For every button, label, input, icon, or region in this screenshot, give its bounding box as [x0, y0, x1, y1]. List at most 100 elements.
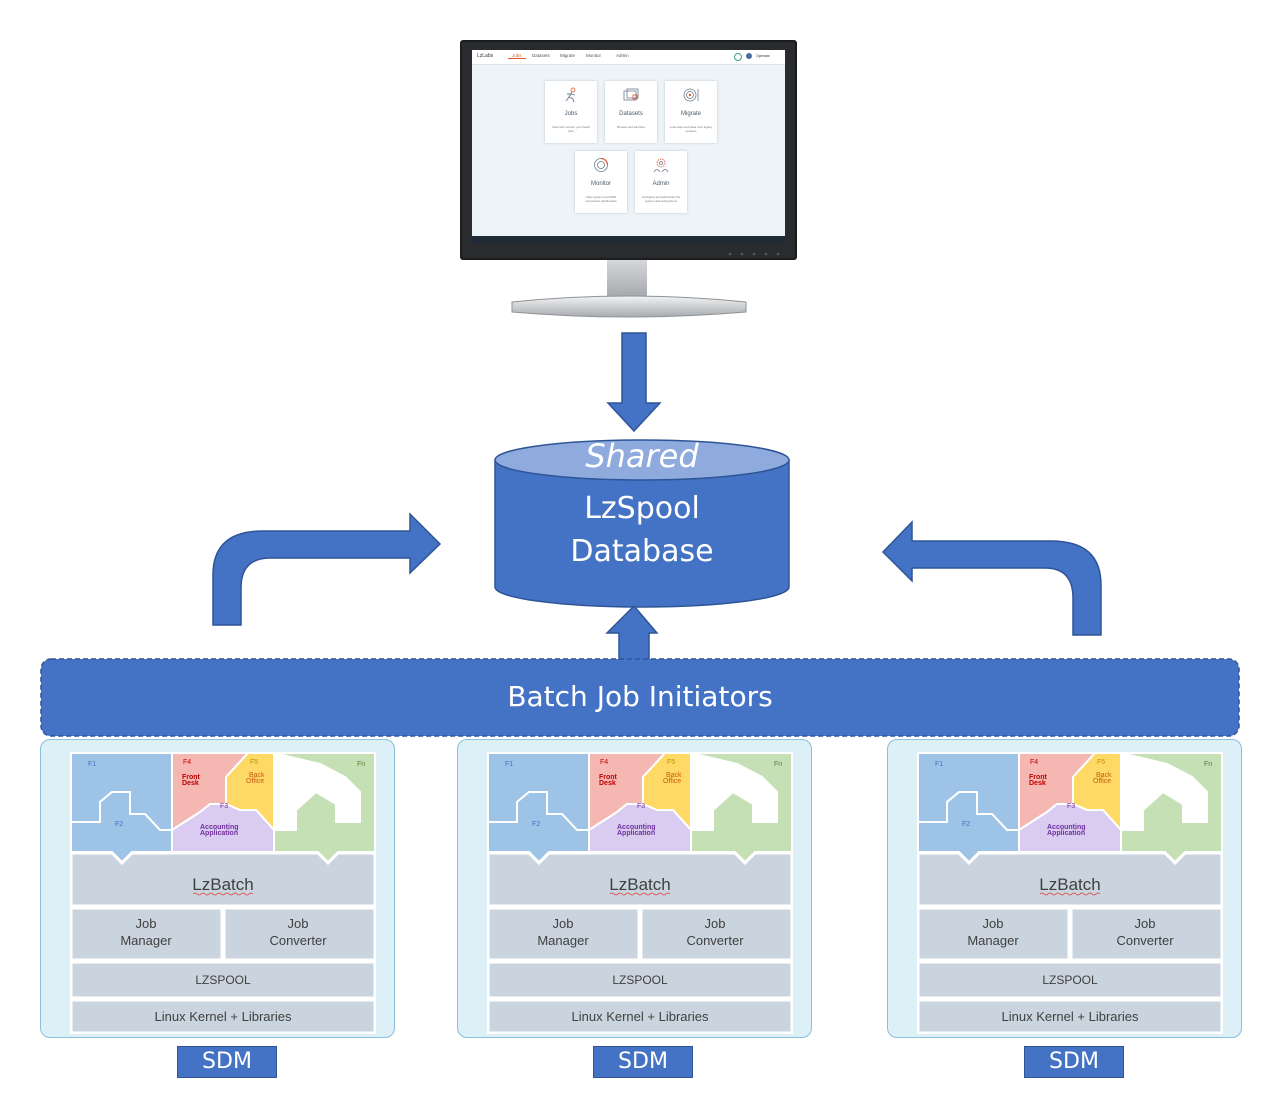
label-office: Office: [663, 778, 681, 785]
db-top-label: Shared: [585, 437, 699, 475]
tile-desc: Load apps and data from legacy systems: [669, 125, 713, 133]
label-office: Office: [1093, 778, 1111, 785]
tab-migrate[interactable]: Migrate: [560, 53, 576, 58]
lzbatch-label: LzBatch: [609, 875, 670, 894]
job-manager-layer: [70, 906, 224, 962]
linux-label: Linux Kernel + Libraries: [1002, 1009, 1139, 1024]
target-icon: [683, 88, 699, 102]
job-converter-line2: Converter: [686, 933, 744, 948]
label-f5: F5: [250, 759, 258, 766]
job-converter-layer: [222, 906, 376, 962]
job-manager-layer: [487, 906, 641, 962]
spellcheck-underline: [1039, 892, 1101, 896]
job-converter-layer: [1069, 906, 1223, 962]
tab-admin[interactable]: Admin: [616, 53, 629, 58]
sdm-badge-1: SDM: [177, 1046, 277, 1078]
sdm-panel-3: F1 F2 F4 Front Desk F5 Back Office F3 Ac…: [887, 739, 1242, 1038]
label-f3: F3: [220, 803, 228, 810]
label-fn: Fn: [357, 761, 365, 768]
tile-jobs[interactable]: Jobs View and monitor your batch jobs: [545, 81, 597, 143]
job-manager-line2: Manager: [967, 933, 1019, 948]
linux-layer: [70, 998, 376, 1034]
left-bent-arrow: [212, 512, 442, 626]
lzbatch-layer: [917, 851, 1223, 908]
spellcheck-underline: [609, 892, 671, 896]
lzspool-label: LZSPOOL: [1042, 973, 1098, 987]
sdm-stack: F1 F2 F4 Front Desk F5 Back Office F3 Ac…: [70, 752, 376, 1034]
job-manager-line1: Job: [136, 916, 157, 931]
monitor: LzLabs Jobs Datasets Migrate Monitor Adm…: [460, 40, 800, 330]
tile-migrate[interactable]: Migrate Load apps and data from legacy s…: [665, 81, 717, 143]
avatar[interactable]: [746, 53, 752, 59]
sdm-panel-2: F1 F2 F4 Front Desk F5 Back Office F3 Ac…: [457, 739, 812, 1038]
job-converter-layer: [639, 906, 793, 962]
sdm-stack: F1 F2 F4 Front Desk F5 Back Office F3 Ac…: [917, 752, 1223, 1034]
tab-monitor[interactable]: Monitor: [586, 53, 602, 58]
linux-layer: [917, 998, 1223, 1034]
job-converter-line1: Job: [288, 916, 309, 931]
tile-desc: Browse and edit files: [617, 125, 645, 129]
lzbatch-layer: [487, 851, 793, 908]
tile-desc: View system and SDM component dashboards: [585, 195, 617, 203]
tile-title: Monitor: [590, 181, 611, 187]
label-front: Front: [1029, 774, 1048, 781]
tile-datasets[interactable]: Datasets Browse and edit files: [605, 81, 657, 143]
tab-datasets[interactable]: Datasets: [532, 53, 550, 58]
label-back: Back: [666, 772, 682, 779]
label-f4: F4: [183, 759, 191, 766]
linux-label: Linux Kernel + Libraries: [572, 1009, 709, 1024]
tab-jobs[interactable]: Jobs: [508, 53, 526, 59]
runner-icon: [565, 87, 576, 103]
label-application: Application: [200, 830, 238, 837]
down-arrow: [606, 332, 662, 433]
label-f5: F5: [667, 759, 675, 766]
tile-admin[interactable]: Admin Configure and administer the syste…: [635, 151, 687, 213]
job-converter-line1: Job: [1135, 916, 1156, 931]
refresh-icon[interactable]: [734, 53, 742, 61]
dial-icon: [594, 157, 609, 172]
db-title-line1: LzSpool: [584, 491, 700, 526]
db-title-line2: Database: [570, 534, 714, 569]
spellcheck-underline: [192, 892, 254, 896]
tile-monitor[interactable]: Monitor View system and SDM component da…: [575, 151, 627, 213]
label-accounting: Accounting: [200, 824, 239, 831]
lzbatch-layer: [70, 851, 376, 908]
sdm-badge-3: SDM: [1024, 1046, 1124, 1078]
job-manager-line2: Manager: [120, 933, 172, 948]
label-f1: F1: [88, 761, 96, 768]
taskbar: [472, 236, 785, 243]
label-f3: F3: [637, 803, 645, 810]
lzspool-layer: [917, 960, 1223, 1000]
tile-title: Migrate: [680, 111, 701, 117]
tile-title: Admin: [652, 181, 670, 187]
monitor-screen: LzLabs Jobs Datasets Migrate Monitor Adm…: [472, 50, 785, 243]
label-f5: F5: [1097, 759, 1105, 766]
job-manager-layer: [917, 906, 1071, 962]
right-bent-arrow: [881, 520, 1102, 636]
job-converter-line1: Job: [705, 916, 726, 931]
label-f3: F3: [1067, 803, 1075, 810]
label-desk: Desk: [182, 780, 199, 787]
apps-area: F1 F2 F4 Front Desk F5 Back Office F3 Ac…: [70, 752, 376, 864]
user-name[interactable]: Operator: [756, 54, 770, 58]
label-back: Back: [249, 772, 265, 779]
sdm-label: SDM: [202, 1049, 252, 1074]
label-accounting: Accounting: [617, 824, 656, 831]
label-back: Back: [1096, 772, 1112, 779]
label-application: Application: [1047, 830, 1085, 837]
job-manager-line2: Manager: [537, 933, 589, 948]
apps-area: F1 F2 F4 Front Desk F5 Back Office F3 Ac…: [917, 752, 1223, 864]
sdm-panel-1: F1 F2 F4 Front Desk F5 Back Office F3 Ac…: [40, 739, 395, 1038]
folders-icon: [623, 88, 639, 101]
lzspool-layer: [487, 960, 793, 1000]
label-application: Application: [617, 830, 655, 837]
job-manager-line1: Job: [553, 916, 574, 931]
sdm-label: SDM: [1049, 1049, 1099, 1074]
label-fn: Fn: [1204, 761, 1212, 768]
lzspool-layer: [70, 960, 376, 1000]
label-accounting: Accounting: [1047, 824, 1086, 831]
app-logo: LzLabs: [477, 53, 494, 59]
tile-title: Jobs: [564, 111, 578, 117]
label-f4: F4: [600, 759, 608, 766]
